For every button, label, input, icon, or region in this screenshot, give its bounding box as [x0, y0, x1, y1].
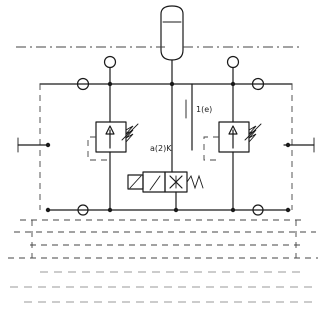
lower-dashed-lines — [8, 219, 318, 303]
right-port — [283, 137, 315, 153]
left-outer-frame — [39, 84, 293, 210]
check-valve-top-right — [226, 55, 265, 91]
relief-valve-right — [203, 83, 262, 211]
relief-valve-left — [87, 83, 139, 211]
accumulator — [160, 5, 184, 85]
left-port — [17, 137, 51, 153]
check-valve-top-left — [76, 55, 117, 91]
coil-label: a(2)K — [150, 144, 172, 153]
center-lines — [171, 83, 193, 173]
pilot-label: 1(e) — [196, 105, 212, 114]
bottom-tank-line — [45, 204, 291, 216]
solenoid-valve — [127, 171, 204, 211]
